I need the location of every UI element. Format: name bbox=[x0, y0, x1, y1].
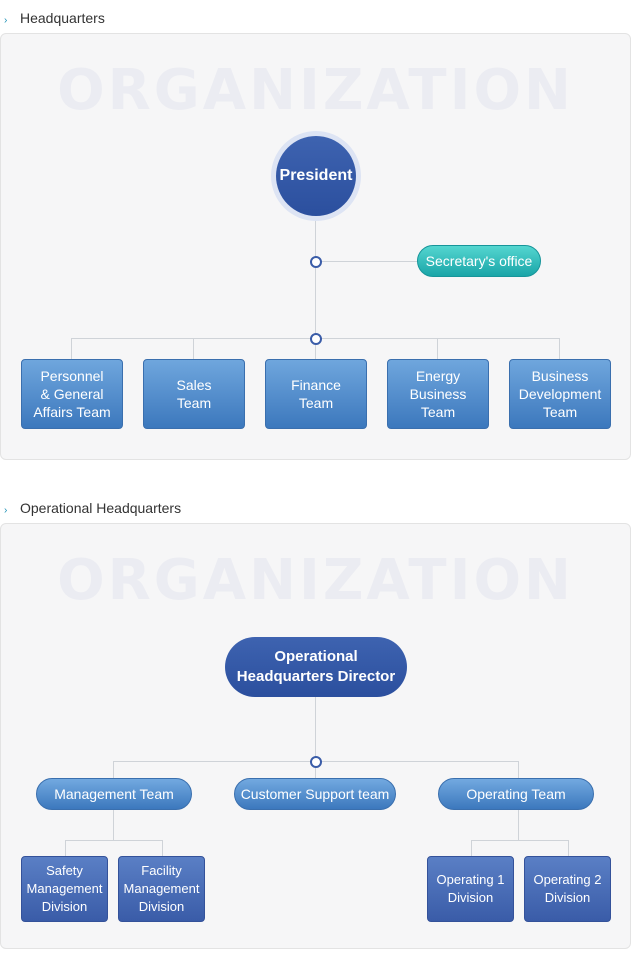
customer-support-team-node: Customer Support team bbox=[234, 778, 396, 810]
connector-line bbox=[71, 338, 72, 360]
team-label-line: Affairs Team bbox=[33, 404, 111, 420]
section-title-text: Headquarters bbox=[20, 10, 105, 26]
watermark-text: ORGANIZATION bbox=[57, 58, 574, 123]
team-label-line: Development bbox=[518, 386, 602, 402]
division-label-line: Division bbox=[138, 899, 185, 914]
division-label-line: Facility bbox=[141, 863, 182, 878]
team-label-line: Personnel bbox=[40, 368, 104, 384]
division-operating-2: Operating 2 Division bbox=[524, 856, 611, 922]
connector-line bbox=[559, 338, 560, 360]
section-title-text: Operational Headquarters bbox=[20, 500, 182, 516]
team-label-line: Finance bbox=[291, 377, 341, 393]
connector-line bbox=[518, 761, 519, 779]
team-label-line: Business bbox=[531, 368, 589, 384]
division-label-line: Operating 2 bbox=[533, 872, 602, 887]
section-title-operational: › Operational Headquarters bbox=[0, 498, 181, 518]
chevron-right-icon: › bbox=[4, 505, 8, 516]
team-label-line: Team bbox=[298, 395, 334, 411]
division-label-line: Operating 1 bbox=[436, 872, 505, 887]
connector-line bbox=[162, 840, 163, 857]
division-label-line: Management bbox=[123, 881, 200, 896]
division-operating-1: Operating 1 Division bbox=[427, 856, 514, 922]
junction-dot bbox=[310, 756, 322, 768]
management-team-node: Management Team bbox=[36, 778, 192, 810]
connector-line bbox=[193, 338, 194, 360]
operating-team-node: Operating Team bbox=[438, 778, 594, 810]
division-label-line: Management bbox=[26, 881, 103, 896]
chevron-right-icon: › bbox=[4, 15, 8, 26]
team-label-line: Sales bbox=[176, 377, 212, 393]
division-label-line: Safety bbox=[46, 863, 83, 878]
team-label-line: Team bbox=[420, 404, 456, 420]
connector-line bbox=[437, 338, 438, 360]
connector-line bbox=[65, 840, 163, 841]
division-label-line: Division bbox=[447, 890, 494, 905]
connector-line bbox=[113, 761, 114, 779]
connector-line bbox=[518, 809, 519, 840]
connector-line bbox=[471, 840, 472, 857]
watermark-text: ORGANIZATION bbox=[57, 548, 574, 613]
connector-line bbox=[471, 840, 569, 841]
division-label-line: Division bbox=[544, 890, 591, 905]
junction-dot bbox=[310, 333, 322, 345]
connector-line bbox=[315, 220, 316, 360]
president-node: President bbox=[271, 131, 361, 221]
team-label-line: Business bbox=[409, 386, 467, 402]
connector-line bbox=[315, 696, 316, 779]
president-label: President bbox=[276, 136, 356, 216]
connector-line bbox=[65, 840, 66, 857]
team-label-line: & General bbox=[40, 386, 104, 402]
connector-line bbox=[568, 840, 569, 857]
secretary-office-node: Secretary's office bbox=[417, 245, 541, 277]
connector-line bbox=[113, 809, 114, 840]
junction-dot bbox=[310, 256, 322, 268]
connector-line bbox=[315, 261, 418, 262]
director-label-line: Operational bbox=[274, 648, 358, 665]
team-label-line: Energy bbox=[415, 368, 461, 384]
team-label-line: Team bbox=[542, 404, 578, 420]
division-label-line: Division bbox=[41, 899, 88, 914]
team-label-line: Team bbox=[176, 395, 212, 411]
director-label-line: Headquarters Director bbox=[236, 668, 396, 685]
section-title-headquarters: › Headquarters bbox=[0, 8, 105, 28]
